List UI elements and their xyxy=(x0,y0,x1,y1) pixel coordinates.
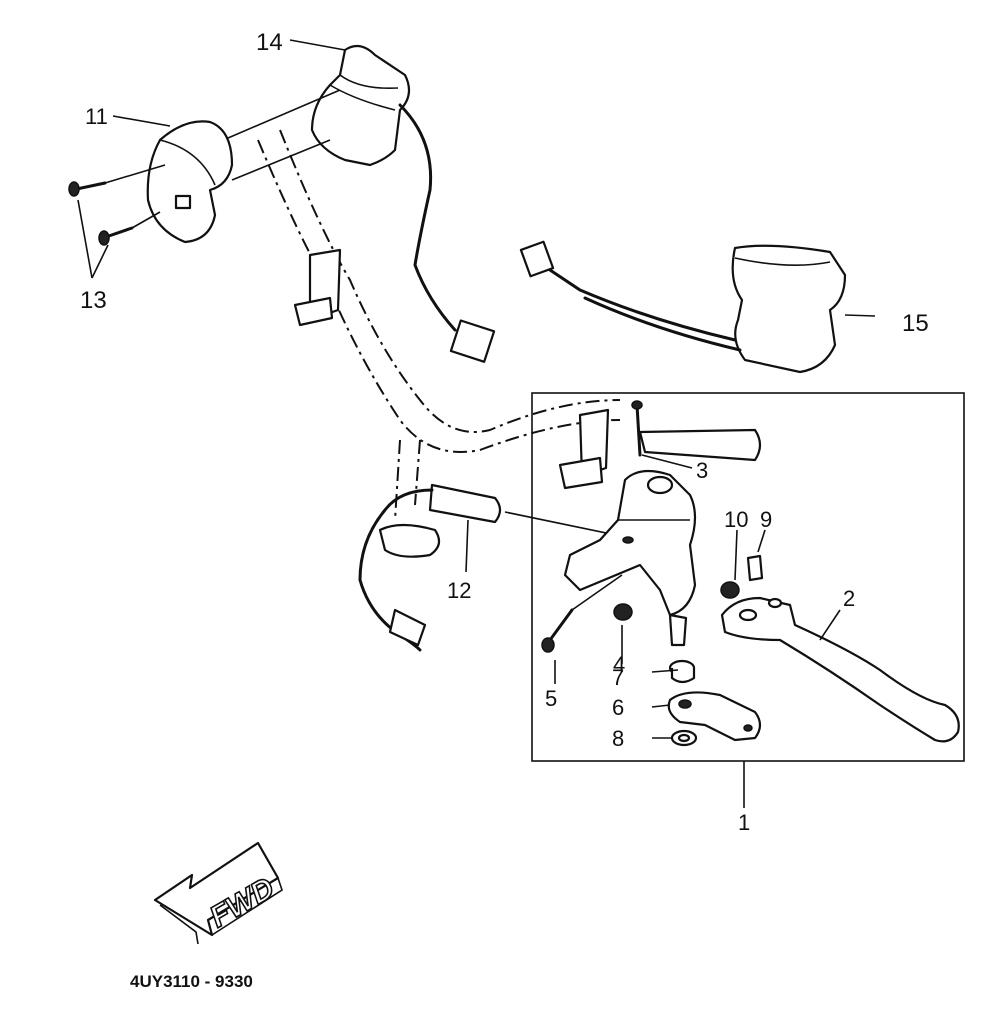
bolt-9 xyxy=(746,529,766,582)
screws-13 xyxy=(68,164,166,279)
bolt-3 xyxy=(631,400,693,469)
nut-10 xyxy=(720,529,740,599)
handlebar-phantom xyxy=(257,129,621,521)
label-1: 1 xyxy=(738,810,750,835)
washer-8 xyxy=(670,729,698,747)
parts-box xyxy=(531,392,965,808)
lever-2 xyxy=(720,596,960,743)
switch-assembly-15 xyxy=(519,240,876,374)
label-13: 13 xyxy=(80,287,107,314)
drawing-code: 4UY3110 - 9330 xyxy=(130,972,253,991)
label-4: 4 xyxy=(613,652,625,677)
screw-5 xyxy=(541,574,623,653)
washer-7 xyxy=(668,659,696,684)
label-7: 7 xyxy=(612,665,624,690)
right-switch-14 xyxy=(227,44,496,363)
label-8: 8 xyxy=(612,726,624,751)
grip xyxy=(558,408,762,490)
label-9: 9 xyxy=(760,507,772,532)
label-12: 12 xyxy=(447,578,471,603)
label-15: 15 xyxy=(902,310,929,337)
label-14: 14 xyxy=(256,29,283,56)
label-3: 3 xyxy=(696,458,708,483)
label-11: 11 xyxy=(85,104,108,129)
left-switch-11 xyxy=(146,120,234,244)
fwd-arrow-icon xyxy=(153,841,283,945)
label-6: 6 xyxy=(612,695,624,720)
bracket-left xyxy=(293,248,342,327)
plate-6 xyxy=(667,691,762,742)
label-2: 2 xyxy=(843,586,855,611)
label-5: 5 xyxy=(545,686,557,711)
lever-holder xyxy=(563,469,697,647)
nut-4 xyxy=(613,603,633,621)
label-10: 10 xyxy=(724,507,748,532)
clutch-switch-12 xyxy=(358,483,641,652)
